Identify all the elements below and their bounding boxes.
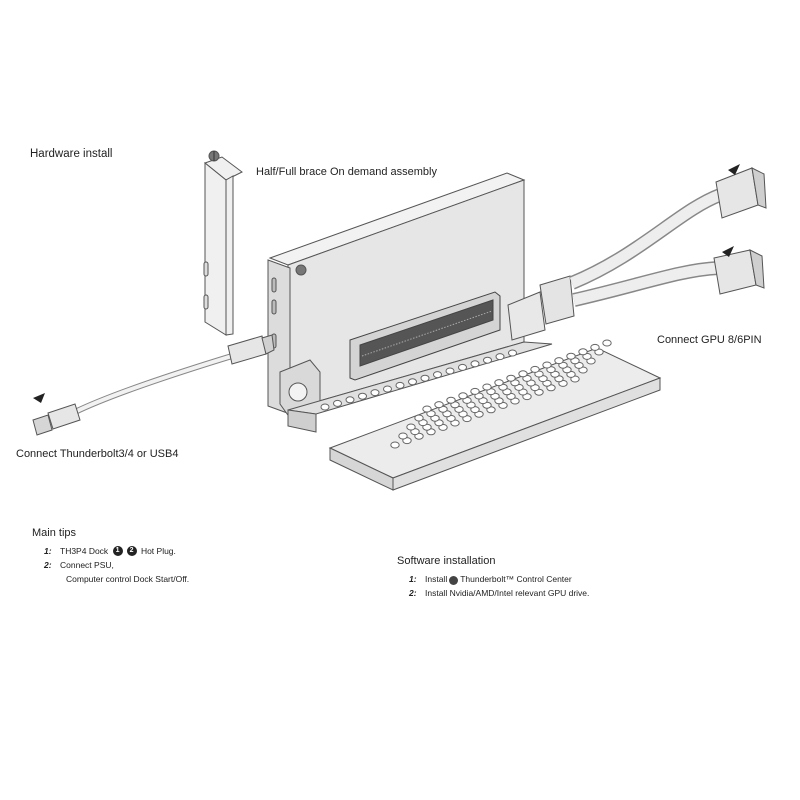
thunderbolt-icon xyxy=(449,575,459,585)
step-1-icon: 1 xyxy=(112,546,123,556)
hardware-install-heading: Hardware install xyxy=(30,148,113,160)
arrow-icon xyxy=(722,164,740,257)
brace-bracket xyxy=(203,150,243,336)
brace-assembly-label: Half/Full brace On demand assembly xyxy=(256,166,437,178)
software-installation: Software installation 1: Install Thunder… xyxy=(397,554,589,600)
software-step-2: 2: Install Nvidia/AMD/Intel relevant GPU… xyxy=(409,588,590,598)
dock-base-plate xyxy=(287,341,553,433)
main-tip-2: 2: Connect PSU, xyxy=(44,560,114,570)
connect-gpu-label: Connect GPU 8/6PIN xyxy=(657,334,762,346)
main-tip-2-line2: Computer control Dock Start/Off. xyxy=(66,574,190,584)
software-title: Software installation xyxy=(397,555,496,567)
main-tips-title: Main tips xyxy=(32,527,77,539)
gpu-power-cable xyxy=(507,167,767,341)
connect-host-label: Connect Thunderbolt3/4 or USB4 xyxy=(16,448,179,460)
cover-plate xyxy=(328,339,662,491)
pcie-slot xyxy=(349,291,501,381)
step-2-icon: 2 xyxy=(126,546,137,556)
software-step-1: 1: Install Thunderbolt™ Control Center xyxy=(409,574,572,585)
thunderbolt-cable xyxy=(32,334,275,436)
arrow-icon xyxy=(33,393,45,403)
